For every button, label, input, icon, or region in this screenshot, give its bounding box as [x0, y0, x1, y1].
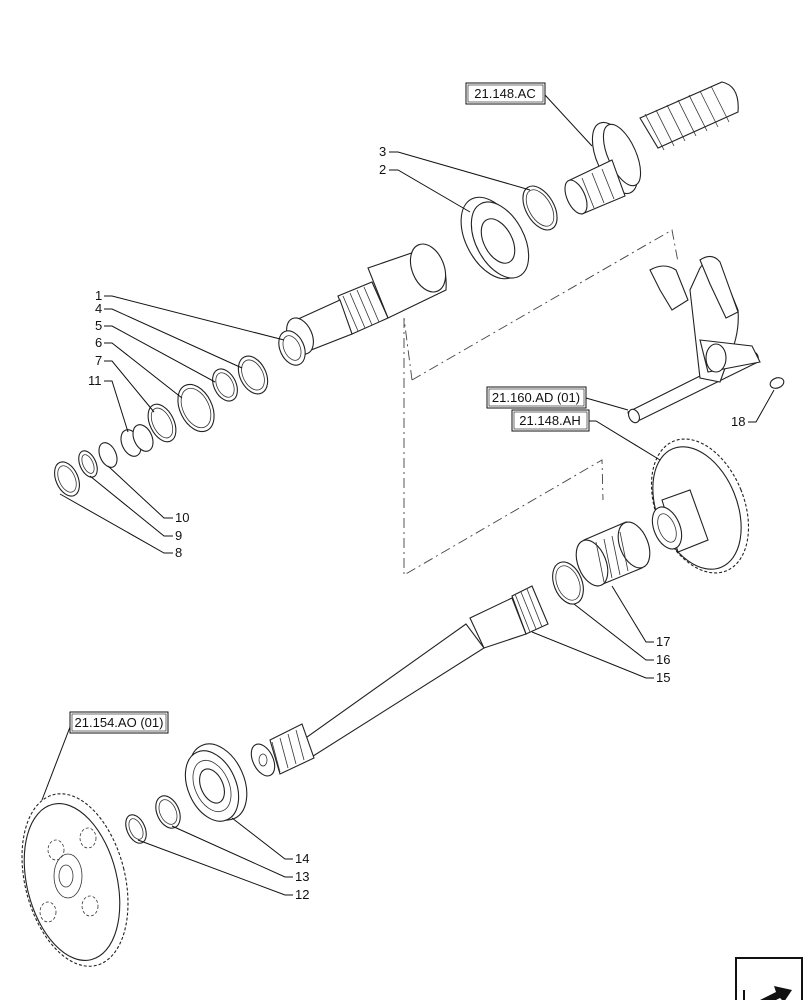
- callout-9: 9: [175, 528, 182, 543]
- circlip-13: [155, 795, 181, 829]
- callout-15: 15: [656, 670, 670, 685]
- callouts: 3 2 1 4 5 6 7 11 10 9 8 18 17 16 15 14 1…: [59, 144, 775, 902]
- callout-11: 11: [88, 373, 102, 388]
- phantom-lines: [403, 229, 679, 576]
- roll-pin-18: [769, 377, 785, 389]
- gear-21-154-ao: [21, 793, 129, 967]
- callout-18: 18: [731, 414, 745, 429]
- needle-bearing-17: [575, 521, 651, 587]
- bearing-2: [460, 196, 530, 280]
- ref-label-21-160-ad: 21.160.AD (01): [492, 390, 580, 405]
- output-shaft-15: [250, 585, 549, 777]
- callout-6: 6: [95, 335, 102, 350]
- ring-12: [125, 814, 147, 844]
- bushing-11: [120, 424, 154, 457]
- circlip-8: [54, 461, 80, 497]
- ref-label-21-154-ao: 21.154.AO (01): [75, 715, 164, 730]
- ref-label-21-148-ac: 21.148.AC: [474, 86, 535, 101]
- circlip-7: [147, 403, 177, 443]
- gear-21-148-ah: [650, 438, 750, 574]
- shift-fork-assembly: [627, 255, 761, 424]
- ring-4: [237, 355, 269, 395]
- circlip-5: [212, 368, 238, 402]
- callout-1: 1: [95, 288, 102, 303]
- next-page-arrow-icon[interactable]: [735, 957, 803, 1000]
- ref-box-21-148-ah[interactable]: 21.148.AH: [511, 409, 590, 432]
- ref-box-21-154-ao[interactable]: 21.154.AO (01): [69, 711, 169, 734]
- callout-2: 2: [379, 162, 386, 177]
- ring-10: [98, 442, 118, 468]
- callout-17: 17: [656, 634, 670, 649]
- ref-box-21-148-ac[interactable]: 21.148.AC: [465, 82, 546, 105]
- input-shaft-assembly: [564, 81, 739, 215]
- callout-14: 14: [295, 851, 309, 866]
- callout-8: 8: [175, 545, 182, 560]
- callout-12: 12: [295, 887, 309, 902]
- callout-16: 16: [656, 652, 670, 667]
- snap-ring-16: [552, 561, 584, 605]
- callout-10: 10: [175, 510, 189, 525]
- ball-bearing-14: [184, 743, 248, 822]
- ring-9: [78, 450, 98, 478]
- callout-3: 3: [379, 144, 386, 159]
- ref-label-21-148-ah: 21.148.AH: [519, 413, 580, 428]
- snap-ring-3: [522, 185, 558, 231]
- callout-4: 4: [95, 301, 102, 316]
- callout-7: 7: [95, 353, 102, 368]
- callout-5: 5: [95, 318, 102, 333]
- ref-box-21-160-ad[interactable]: 21.160.AD (01): [486, 386, 587, 409]
- sleeve-shaft-1: [278, 243, 447, 366]
- callout-13: 13: [295, 869, 309, 884]
- ring-6: [177, 383, 215, 433]
